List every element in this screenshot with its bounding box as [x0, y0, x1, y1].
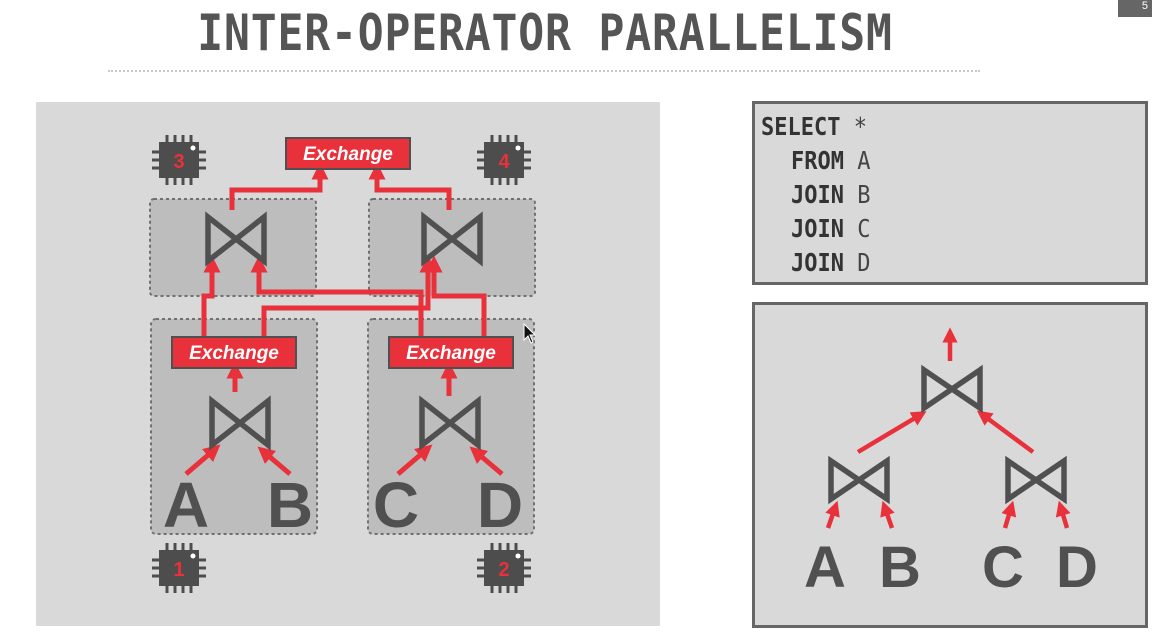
bowtie-join-icon [831, 461, 887, 499]
parallel-plan-diagram: Exchange Exchange Exchange A B C D 3 4 1… [149, 133, 537, 595]
svg-text:4: 4 [498, 151, 510, 173]
exchange-label: Exchange [189, 343, 279, 364]
svg-text:3: 3 [173, 151, 184, 173]
table-label: C [982, 535, 1024, 600]
table-label: B [879, 535, 921, 600]
cpu-core-4: 4 [475, 133, 533, 187]
sql-line: JOIN B [791, 180, 871, 209]
sql-query-box: SELECT * FROM A JOIN B JOIN C JOIN D [752, 101, 1148, 285]
plan-edges [825, 327, 1071, 529]
page-number-tab: 5 [1118, 0, 1152, 17]
exchange-label: Exchange [303, 144, 393, 165]
exchange-connections [184, 162, 504, 476]
table-label: D [477, 469, 523, 541]
table-label: B [267, 469, 313, 541]
sql-line: JOIN D [791, 248, 871, 277]
cpu-core-3: 3 [150, 133, 208, 187]
table-label: D [1056, 535, 1098, 600]
table-label: A [804, 535, 846, 600]
sql-line: SELECT * [761, 112, 867, 141]
bowtie-join-icon [924, 370, 980, 408]
cpu-core-1: 1 [150, 541, 208, 595]
exchange-top: Exchange [285, 137, 411, 170]
exchange-label: Exchange [406, 343, 496, 364]
query-plan-tree-box: A B C D [752, 302, 1148, 628]
title-divider [108, 70, 980, 72]
sql-line: FROM A [791, 146, 871, 175]
svg-text:1: 1 [173, 559, 184, 581]
slide-title: INTER-OPERATOR PARALLELISM [197, 4, 893, 62]
mouse-cursor-icon [523, 322, 537, 344]
exchange-bottom-left: Exchange [171, 336, 297, 369]
exchange-bottom-right: Exchange [388, 336, 514, 369]
sql-line: JOIN C [791, 214, 871, 243]
top-left-join-box [149, 198, 317, 297]
cpu-core-2: 2 [475, 541, 533, 595]
top-right-join-box [368, 198, 536, 297]
svg-text:2: 2 [498, 559, 509, 581]
parallel-plan-panel: Exchange Exchange Exchange A B C D 3 4 1… [36, 102, 660, 626]
query-plan-tree: A B C D [804, 327, 1098, 600]
table-label: C [373, 469, 419, 541]
table-label: A [163, 469, 209, 541]
bowtie-join-icon [1008, 461, 1064, 499]
